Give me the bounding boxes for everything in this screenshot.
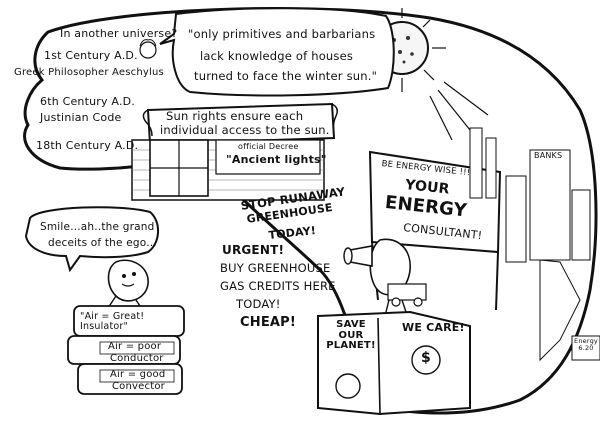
podium-we-care: WE CARE! bbox=[402, 321, 465, 334]
history-century-1: 1st Century A.D. bbox=[44, 49, 138, 62]
history-century-6: 6th Century A.D. bbox=[40, 95, 136, 108]
quote-line-3: turned to face the winter sun." bbox=[194, 69, 378, 83]
decree-title: "Ancient lights" bbox=[226, 153, 327, 166]
decree-sign bbox=[215, 139, 321, 175]
banner-board bbox=[368, 150, 502, 311]
history-justinian: Justinian Code bbox=[40, 111, 122, 124]
podium-dollar-sign: $ bbox=[421, 350, 431, 366]
shout-cheap: CHEAP! bbox=[240, 315, 297, 330]
history-century-18: 18th Century A.D. bbox=[36, 139, 139, 152]
box-convector-bottom: Convector bbox=[112, 381, 165, 392]
history-question: In another universe? bbox=[60, 27, 178, 40]
quote-bubble bbox=[159, 7, 395, 97]
sun-rights-line-2: individual access to the sun. bbox=[160, 123, 330, 137]
podium-drawing bbox=[317, 310, 471, 416]
quote-line-1: "only primitives and barbarians bbox=[188, 27, 376, 41]
city-banks-label: BANKS bbox=[534, 151, 563, 160]
stacked-boxes bbox=[67, 305, 185, 395]
creature-drawing bbox=[107, 259, 149, 313]
shout-buy-greenhouse: BUY GREENHOUSE bbox=[220, 261, 331, 275]
city-sign bbox=[571, 335, 600, 361]
shout-gas-credits: GAS CREDITS HERE bbox=[220, 279, 336, 293]
smile-line-2: deceits of the ego... bbox=[48, 237, 157, 249]
sun-rights-line-1: Sun rights ensure each bbox=[166, 109, 304, 123]
podium-save-our-planet: SAVE OUR PLANET! bbox=[326, 319, 376, 351]
box-insulator-label: "Air = Great! Insulator" bbox=[80, 311, 145, 332]
scroll-banner bbox=[146, 102, 336, 146]
smile-bubble bbox=[24, 206, 159, 273]
box-conductor-top: Air = poor bbox=[108, 341, 162, 352]
shout-urgent: URGENT! bbox=[222, 243, 285, 257]
box-conductor-bottom: Conductor bbox=[110, 353, 164, 364]
quote-line-2: lack knowledge of houses bbox=[200, 49, 354, 63]
decree-small-text: official Decree bbox=[238, 142, 299, 151]
shout-today-2: TODAY! bbox=[236, 297, 281, 311]
history-philosopher: Greek Philosopher Aeschylus bbox=[14, 67, 164, 78]
city-skyline-drawing bbox=[469, 127, 591, 362]
smile-line-1: Smile...ah..the grand bbox=[40, 221, 155, 233]
city-energy-sign: Energy 6.20 bbox=[574, 337, 598, 352]
truck-model-drawing bbox=[387, 283, 427, 307]
box-convector-top: Air = good bbox=[110, 369, 166, 380]
philosopher-face-drawing bbox=[139, 39, 157, 59]
